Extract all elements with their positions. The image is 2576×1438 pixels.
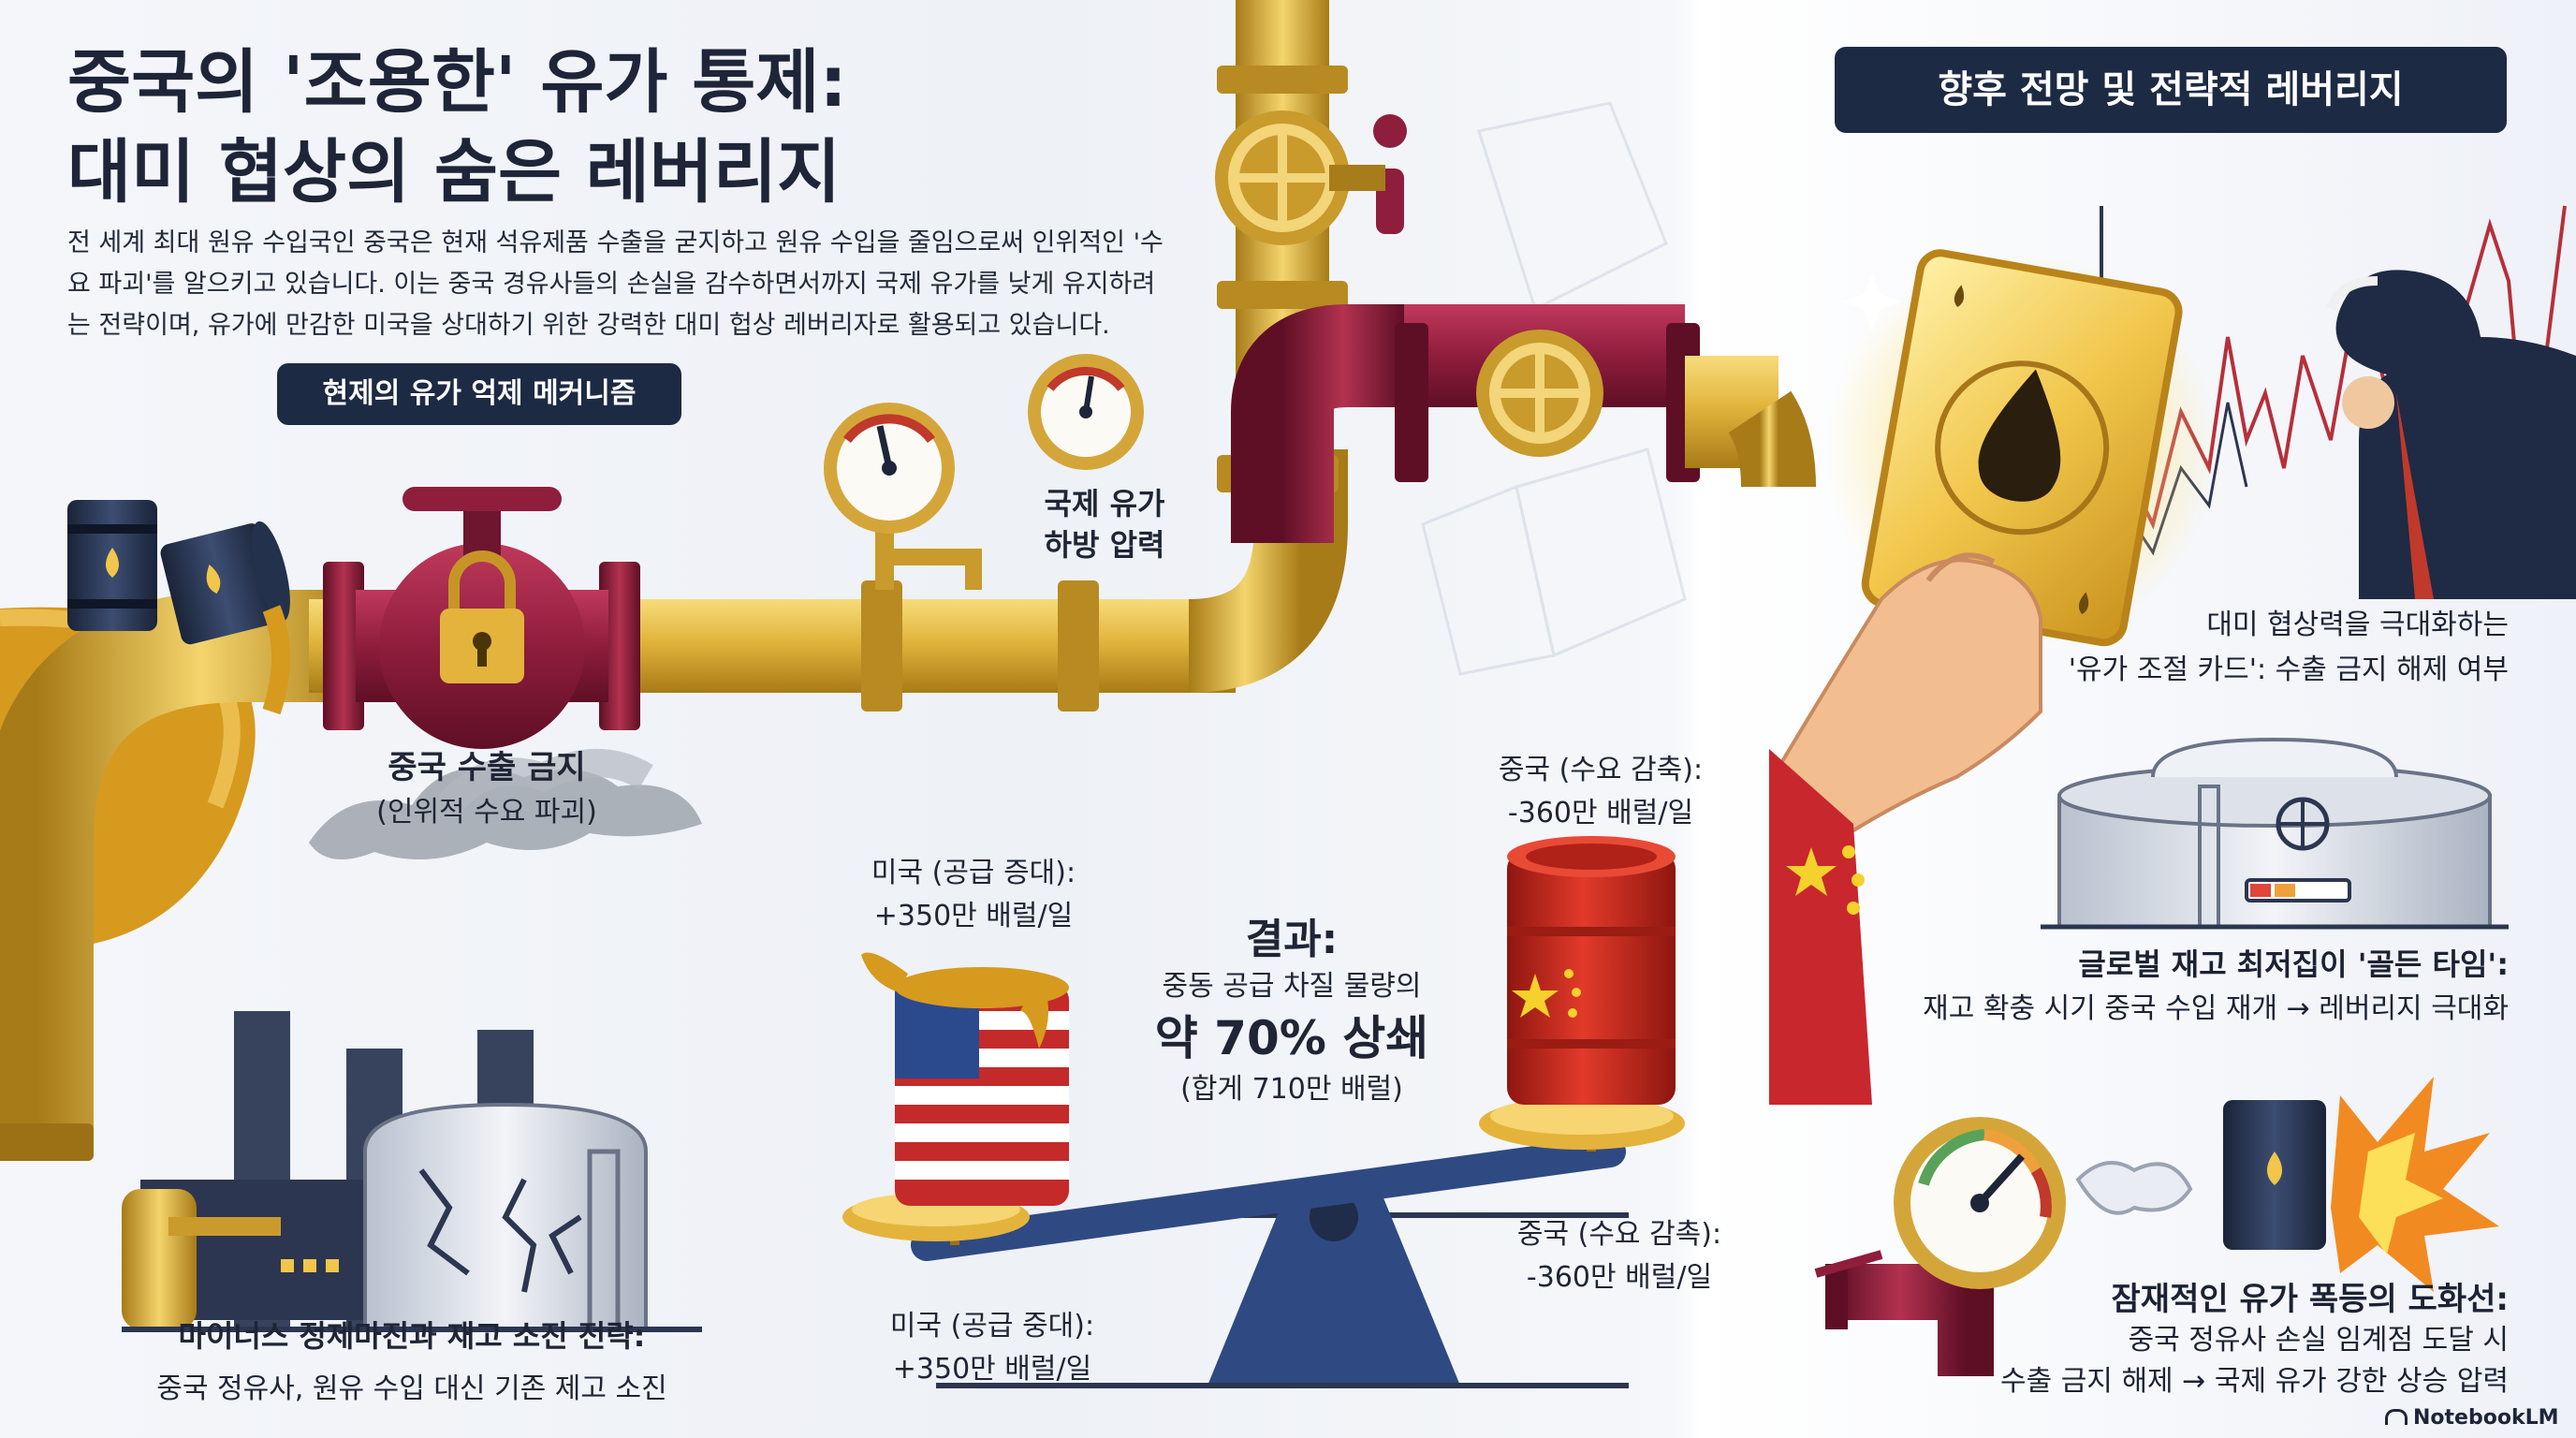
leverage-card-line-2: '유가 조절 카드': 수출 금지 해제 여부 xyxy=(2068,653,2509,686)
background-geometry xyxy=(1421,101,1687,676)
china-demand-bottom-line-1: 중국 (수요 감촉): xyxy=(1516,1218,1722,1251)
us-supply-bottom-line-1: 미국 (공급 중대): xyxy=(889,1310,1095,1343)
surge-illustration xyxy=(1814,1077,2499,1376)
us-supply-label: 미국 (공급 증대): +350만 배럴/일 xyxy=(824,852,1123,938)
china-demand-bottom-label: 중국 (수요 감촉): -360만 배럴/일 xyxy=(1460,1213,1778,1299)
pressure-gauges xyxy=(824,354,1144,590)
leverage-card-label: 대미 협상력을 극대화하는 '유가 조절 카드': 수출 금지 해제 여부 xyxy=(2003,603,2509,693)
politician-silhouette xyxy=(2326,270,2576,599)
brand-name: NotebookLM xyxy=(2413,1406,2559,1430)
result-block: 결과: 중동 공급 차질 물량의 약 70% 상쇄 (합게 710만 배럴) xyxy=(1105,914,1479,1110)
brand-logo-icon xyxy=(2385,1409,2408,1425)
page-title: 중국의 '조용한' 유가 통제: 대미 협상의 숨은 레버리지 xyxy=(67,37,847,217)
price-pressure-line-1: 국제 유가 xyxy=(1044,486,1165,521)
us-supply-line-2: +350만 배럴/일 xyxy=(873,900,1074,932)
mechanism-header: 현제의 유가 억제 메커니즘 xyxy=(277,363,681,425)
china-demand-line-1: 중국 (수요 감축): xyxy=(1498,754,1704,786)
storage-tanks xyxy=(2041,737,2509,930)
lock-valve xyxy=(323,487,640,749)
crimson-elbow xyxy=(1231,304,1816,543)
china-demand-bottom-line-2: -360만 배럴/일 xyxy=(1526,1261,1713,1294)
result-title: 결과: xyxy=(1245,916,1339,963)
result-line-1: 중동 공급 차질 물량의 xyxy=(1162,970,1422,1003)
export-ban-subtitle: (인위적 수요 파괴) xyxy=(376,796,597,829)
china-barrel xyxy=(1507,836,1676,1105)
price-surge-line-2: 중국 정유사 손실 임계점 도달 시 xyxy=(2128,1324,2509,1357)
golden-time-line-2: 재고 확충 시기 중국 수입 재개 → 레버리지 극대화 xyxy=(1923,992,2509,1025)
price-surge-line-1: 잠재적인 유가 폭등의 도화선: xyxy=(2111,1281,2509,1318)
margin-strategy-title: 마이너스 정제마진과 재고 소진 전략: xyxy=(178,1318,646,1354)
golden-time-line-1: 글로벌 재고 최저집이 '골든 타임': xyxy=(2078,946,2509,982)
us-supply-bottom-label: 미국 (공급 중대): +350만 배럴/일 xyxy=(842,1305,1142,1391)
leverage-card-line-1: 대미 협상력을 극대화하는 xyxy=(2206,609,2509,641)
price-pressure-line-2: 하방 압력 xyxy=(1044,527,1165,563)
golden-time-label: 글로벌 재고 최저집이 '골든 타임': 재고 확충 시기 중국 수입 재개 →… xyxy=(1853,942,2509,1032)
intro-paragraph: 전 세계 최대 원유 수입국인 중국은 현재 석유제품 수출을 굳지하고 원유 … xyxy=(67,228,1164,340)
title-line-2: 대미 협상의 숨은 레버리지 xyxy=(67,132,842,213)
china-demand-line-2: -360만 배럴/일 xyxy=(1507,797,1694,829)
export-ban-title: 중국 수출 금지 xyxy=(388,749,586,786)
us-supply-line-1: 미국 (공급 증대): xyxy=(871,857,1076,889)
price-surge-label: 잠재적인 유가 폭등의 도화선: 중국 정유사 손실 임계점 도달 시 수출 금… xyxy=(1947,1279,2509,1402)
us-supply-bottom-line-2: +350만 배럴/일 xyxy=(892,1353,1092,1386)
us-barrel xyxy=(861,952,1069,1206)
outlook-header: 향후 전망 및 전략적 레버리지 xyxy=(1835,47,2507,133)
result-highlight: 약 70% 상쇄 xyxy=(1154,1011,1429,1065)
balance-scale xyxy=(842,1097,1685,1388)
factory-illustration xyxy=(122,749,702,1332)
oil-barrels-left xyxy=(67,500,290,715)
title-line-1: 중국의 '조용한' 유가 통제: xyxy=(67,42,847,123)
result-line-3: (합게 710만 배럴) xyxy=(1180,1073,1403,1106)
margin-strategy-subtitle: 중국 정유사, 원유 수입 대신 기존 제고 소진 xyxy=(156,1372,667,1405)
left-pipe xyxy=(0,590,365,1161)
brand-watermark: NotebookLM xyxy=(2385,1406,2558,1430)
china-demand-label: 중국 (수요 감축): -360만 배럴/일 xyxy=(1442,749,1760,835)
hand-holding-card xyxy=(1769,552,2042,1105)
golden-card xyxy=(1825,249,2218,647)
price-pressure-label: 국제 유가 하방 압력 xyxy=(983,483,1226,565)
price-surge-line-3: 수출 금지 해제 → 국제 유가 강한 상승 압력 xyxy=(1999,1365,2509,1398)
